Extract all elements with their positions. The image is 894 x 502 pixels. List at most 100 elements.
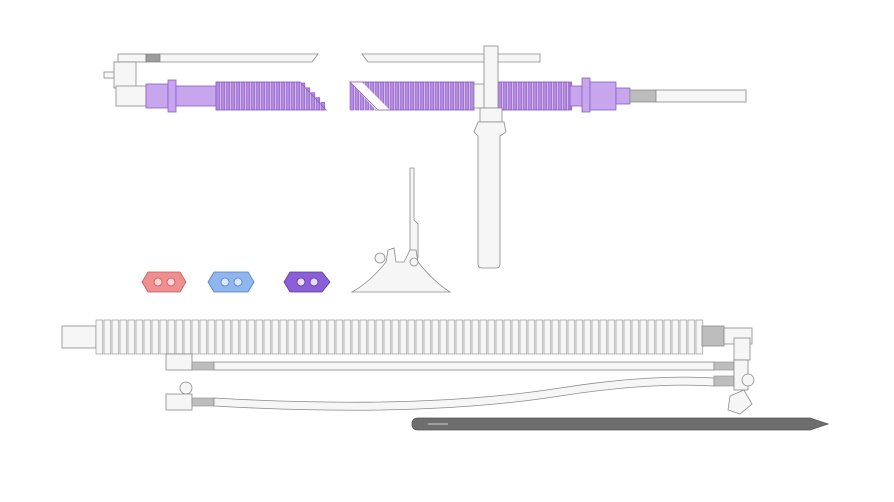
corrugation-rib — [240, 81, 246, 111]
corrugation-rib — [423, 319, 432, 355]
corrugation-rib — [547, 81, 553, 111]
clip-knob-right — [409, 257, 419, 267]
sampling-line-lower — [213, 376, 715, 411]
corrugation-rib — [285, 81, 291, 111]
corrugation-rib — [599, 319, 608, 355]
corrugation-rib — [535, 319, 544, 355]
hose-end-band-right — [701, 325, 725, 347]
corrugated-purple-circuit-left — [103, 53, 327, 113]
corrugation-rib — [615, 319, 624, 355]
corrugation-rib — [95, 319, 104, 355]
corrugation-rib — [295, 319, 304, 355]
corrugation-rib — [290, 81, 296, 111]
corrugation-rib — [429, 81, 435, 111]
purple-nose-right — [615, 87, 631, 105]
corrugation-rib — [215, 319, 224, 355]
corrugation-rib — [439, 81, 445, 111]
corrugation-rib — [623, 319, 632, 355]
corrugation-rib — [591, 319, 600, 355]
corrugation-rib — [127, 319, 136, 355]
bite-hole — [296, 277, 306, 287]
corrugation-rib — [415, 319, 424, 355]
corrugation-rib — [271, 319, 280, 355]
corrugation-rib — [607, 319, 616, 355]
corrugation-rib — [111, 319, 120, 355]
corrugation-rib — [543, 319, 552, 355]
corrugation-rib — [434, 81, 440, 111]
thin-tube-upper-right — [361, 53, 541, 63]
purple-collar-left — [167, 79, 177, 113]
corrugation-rib — [671, 319, 680, 355]
corrugation-rib — [567, 319, 576, 355]
corrugation-rib — [559, 319, 568, 355]
line-connector-top-left — [165, 353, 193, 371]
corrugation-rib — [305, 87, 311, 111]
trap-canister — [473, 121, 507, 269]
line-band — [191, 361, 215, 371]
bite-hole — [153, 277, 163, 287]
corrugation-rib — [497, 81, 503, 111]
corrugation-rib — [519, 319, 528, 355]
corrugation-rib — [562, 81, 568, 111]
corrugation-rib — [207, 319, 216, 355]
corrugation-rib — [463, 319, 472, 355]
bite-hole — [220, 277, 230, 287]
corrugation-rib — [119, 319, 128, 355]
elbow-swivel — [727, 389, 753, 415]
purple-corrugation-right-b — [497, 81, 573, 111]
white-corrugation — [95, 319, 704, 355]
corrugation-rib — [512, 81, 518, 111]
corrugation-rib — [250, 81, 256, 111]
line-stop-valve — [179, 381, 193, 395]
corrugation-rib — [191, 319, 200, 355]
corrugation-rib — [447, 319, 456, 355]
corrugation-rib — [532, 81, 538, 111]
bite-block-blue — [207, 271, 255, 293]
patient-port — [115, 85, 147, 107]
corrugation-rib — [319, 319, 328, 355]
line-connector-bottom-left — [165, 393, 193, 411]
purple-cuff-right — [569, 85, 583, 107]
corrugation-rib — [220, 81, 226, 111]
corrugation-rib — [527, 81, 533, 111]
corrugation-rib — [503, 319, 512, 355]
corrugation-rib — [225, 81, 231, 111]
corrugation-rib — [175, 319, 184, 355]
corrugation-rib — [391, 319, 400, 355]
corrugation-rib — [502, 81, 508, 111]
corrugation-rib — [239, 319, 248, 355]
corrugation-rib — [389, 81, 395, 111]
bite-block-violet — [283, 271, 331, 293]
corrugation-rib — [522, 81, 528, 111]
white-corrugated-hose — [61, 319, 753, 355]
corrugation-rib — [359, 319, 368, 355]
dual-lumen-sampling-lines — [165, 337, 755, 415]
clip-arm — [409, 167, 419, 259]
corrugation-rib — [310, 92, 316, 111]
corrugation-rib — [487, 319, 496, 355]
corrugation-rib — [655, 319, 664, 355]
gray-band-right — [629, 89, 657, 103]
corrugation-rib — [327, 319, 336, 355]
corrugation-rib — [495, 319, 504, 355]
corrugation-rib — [255, 319, 264, 355]
corrugation-rib — [551, 319, 560, 355]
corrugation-rib — [542, 81, 548, 111]
corrugation-rib — [444, 81, 450, 111]
corrugation-rib — [265, 81, 271, 111]
corrugation-rib — [679, 319, 688, 355]
trap-stem-top — [483, 45, 499, 109]
corrugation-rib — [663, 319, 672, 355]
corrugation-rib — [399, 81, 405, 111]
purple-connector-right — [589, 81, 617, 111]
corrugation-rib — [449, 81, 455, 111]
corrugation-rib — [409, 81, 415, 111]
slant-cut — [350, 82, 390, 110]
corrugation-rib — [631, 319, 640, 355]
corrugation-rib — [231, 319, 240, 355]
corrugation-rib — [263, 319, 272, 355]
corrugation-rib — [255, 81, 261, 111]
corrugation-rib — [647, 319, 656, 355]
corrugation-rib — [394, 81, 400, 111]
